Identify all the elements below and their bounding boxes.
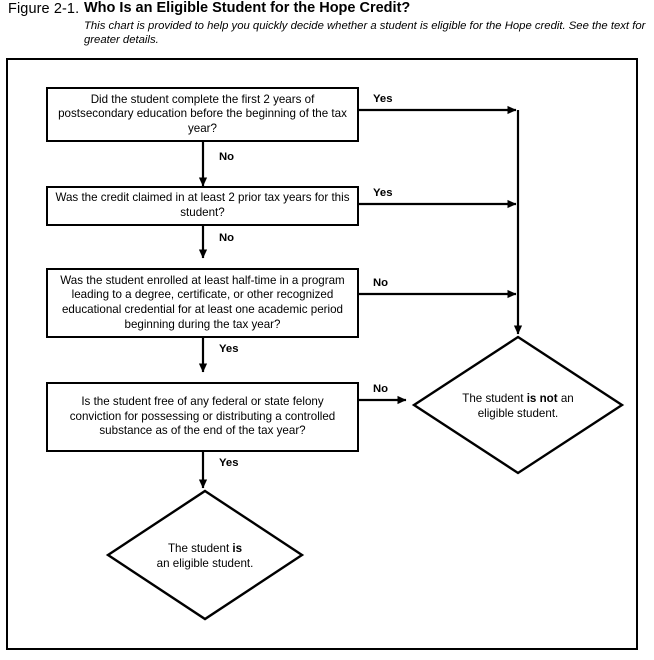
question-box-2: Was the credit claimed in at least 2 pri… [46,186,359,226]
outcome-eligible-line2: an eligible student. [156,556,254,570]
question-box-1: Did the student complete the first 2 yea… [46,87,359,142]
outcome-eligible: The student is an eligible student. [105,488,305,622]
question-box-4: Is the student free of any federal or st… [46,382,359,452]
figure-title: Who Is an Eligible Student for the Hope … [84,0,411,16]
edge-label-q1-no: No [219,151,235,163]
question-box-3-text: Was the student enrolled at least half-t… [60,273,345,331]
question-box-1-text: Did the student complete the first 2 yea… [58,92,347,135]
outcome-not-eligible-line1: The student is not an [462,392,574,405]
edge-label-q2-no: No [219,232,235,244]
figure-subtitle: This chart is provided to help you quick… [84,20,646,46]
outcome-not-eligible-text: The student is not an eligible student. [411,392,625,421]
outcome-not-eligible-line2: eligible student. [477,406,559,420]
diamond-shape-eligible [105,489,305,621]
edge-label-q3-yes: Yes [219,343,239,355]
outcome-eligible-text: The student is an eligible student. [105,542,305,571]
outcome-eligible-line1: The student is [167,542,243,555]
flowchart-frame: Did the student complete the first 2 yea… [6,58,638,650]
outcome-not-eligible: The student is not an eligible student. [411,334,625,476]
diamond-shape-not-eligible [411,335,625,475]
figure-number: Figure 2-1. [8,1,80,17]
question-box-3: Was the student enrolled at least half-t… [46,268,359,338]
figure-header: Figure 2-1. Who Is an Eligible Student f… [0,0,654,52]
edge-label-q4-no: No [373,383,389,395]
question-box-2-text: Was the credit claimed in at least 2 pri… [55,191,350,219]
edge-label-q2-yes: Yes [373,187,393,199]
edge-label-q4-yes: Yes [219,457,239,469]
edge-label-q1-yes: Yes [373,93,393,105]
question-box-4-text: Is the student free of any federal or st… [69,395,336,438]
edge-label-q3-no: No [373,277,389,289]
